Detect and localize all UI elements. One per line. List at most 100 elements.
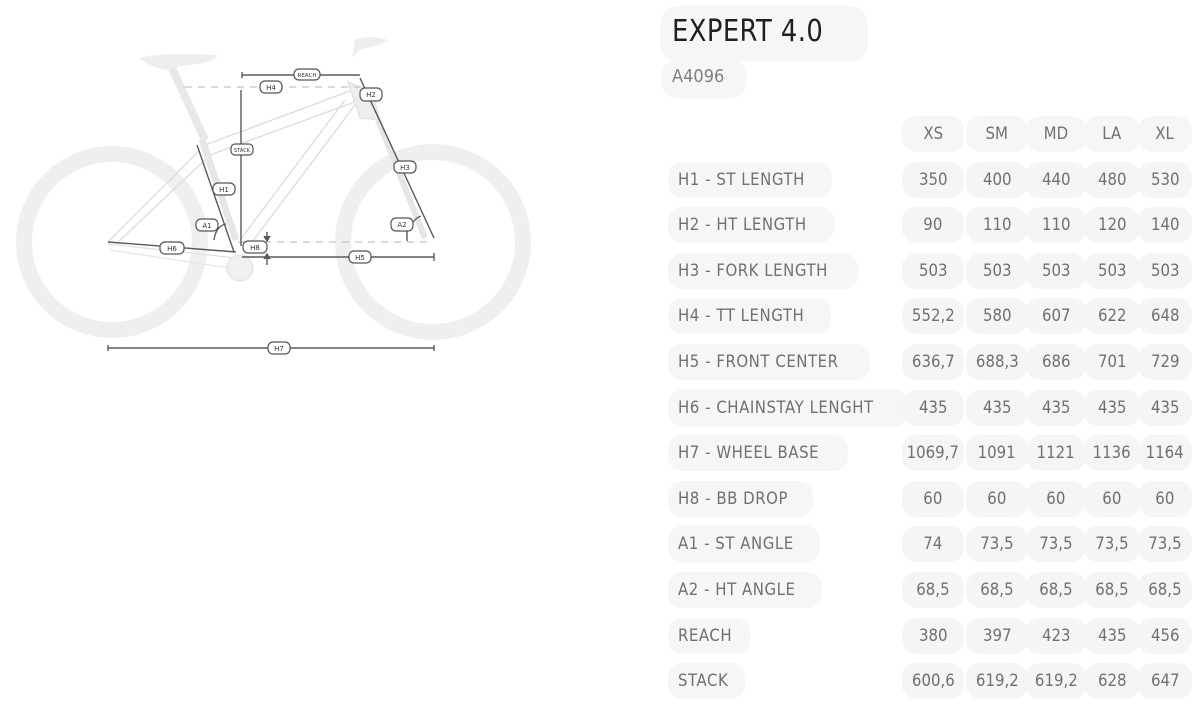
value-xl: 648 <box>1138 298 1192 335</box>
size-header-xl: XL <box>1138 116 1192 152</box>
value-la: 480 <box>1084 161 1140 198</box>
value-sm: 60 <box>966 480 1028 517</box>
value-xl: 435 <box>1138 389 1192 426</box>
row-label: H4 - TT LENGTH <box>668 298 832 335</box>
value-md: 440 <box>1026 161 1086 198</box>
value-md: 73,5 <box>1026 526 1086 563</box>
value-sm: 73,5 <box>966 526 1028 563</box>
value-sm: 580 <box>966 298 1028 335</box>
label-h6: H6 <box>159 241 185 255</box>
value-sm: 503 <box>966 252 1028 289</box>
svg-text:H2: H2 <box>366 91 376 99</box>
value-sm: 1091 <box>966 435 1028 472</box>
size-header-md: MD <box>1026 116 1086 152</box>
value-sm: 68,5 <box>966 571 1028 608</box>
value-xl: 503 <box>1138 252 1192 289</box>
label-h7: H7 <box>267 341 291 355</box>
value-md: 435 <box>1026 389 1086 426</box>
label-h1: H1 <box>212 182 236 196</box>
row-label: A2 - HT ANGLE <box>668 571 822 608</box>
product-title: EXPERT 4.0 <box>672 14 824 49</box>
size-header-la: LA <box>1084 116 1140 152</box>
svg-text:H6: H6 <box>167 245 177 253</box>
value-xs: 552,2 <box>902 298 964 335</box>
svg-text:STACK: STACK <box>234 148 251 154</box>
reference-lines <box>185 86 433 243</box>
value-sm: 400 <box>966 161 1028 198</box>
value-sm: 435 <box>966 389 1028 426</box>
row-label: H5 - FRONT CENTER <box>668 343 871 380</box>
svg-text:REACH: REACH <box>298 73 317 79</box>
label-h5: H5 <box>348 250 372 264</box>
label-h3: H3 <box>393 160 417 174</box>
table-row: A2 - HT ANGLE 68,5 68,5 68,5 68,5 68,5 <box>668 568 1200 614</box>
value-xl: 140 <box>1138 207 1192 244</box>
sku-background <box>662 60 746 98</box>
value-xl: 530 <box>1138 161 1192 198</box>
value-la: 435 <box>1084 617 1140 654</box>
value-xs: 600,6 <box>902 663 964 700</box>
geometry-table: XS SM MD LA XL H1 - ST LENGTH 350 400 44… <box>668 112 1200 705</box>
value-sm: 688,3 <box>966 343 1028 380</box>
value-md: 619,2 <box>1026 663 1086 700</box>
label-reach: REACH <box>293 68 321 81</box>
dimension-labels: REACH H4 H2 STACK H3 H1 A1 A2 H6 H8 H5 H… <box>159 68 417 355</box>
value-xl: 60 <box>1138 480 1192 517</box>
table-row: STACK 600,6 619,2 619,2 628 647 <box>668 659 1200 705</box>
value-xs: 1069,7 <box>902 435 964 472</box>
rear-wheel <box>16 146 208 338</box>
row-label: REACH <box>668 617 750 654</box>
row-label: H6 - CHAINSTAY LENGHT <box>668 389 911 426</box>
row-label: H7 - WHEEL BASE <box>668 435 849 472</box>
table-header-row: XS SM MD LA XL <box>668 112 1200 158</box>
value-md: 607 <box>1026 298 1086 335</box>
size-header-xs: XS <box>902 116 964 152</box>
table-row: H4 - TT LENGTH 552,2 580 607 622 648 <box>668 294 1200 340</box>
svg-text:H7: H7 <box>274 345 284 353</box>
value-la: 73,5 <box>1084 526 1140 563</box>
value-la: 1136 <box>1084 435 1140 472</box>
svg-text:A2: A2 <box>397 221 406 229</box>
value-xs: 636,7 <box>902 343 964 380</box>
table-row: H2 - HT LENGTH 90 110 110 120 140 <box>668 203 1200 249</box>
value-md: 60 <box>1026 480 1086 517</box>
label-stack: STACK <box>230 143 254 156</box>
label-h8: H8 <box>242 240 268 254</box>
value-la: 503 <box>1084 252 1140 289</box>
svg-text:H4: H4 <box>266 84 276 92</box>
row-label: H3 - FORK LENGTH <box>668 252 859 289</box>
value-xs: 380 <box>902 617 964 654</box>
table-row: REACH 380 397 423 435 456 <box>668 614 1200 660</box>
value-la: 435 <box>1084 389 1140 426</box>
row-label: STACK <box>668 663 746 700</box>
table-row: H8 - BB DROP 60 60 60 60 60 <box>668 477 1200 523</box>
svg-text:H5: H5 <box>355 254 365 262</box>
svg-text:H8: H8 <box>250 244 260 252</box>
value-sm: 619,2 <box>966 663 1028 700</box>
value-xl: 73,5 <box>1138 526 1192 563</box>
value-la: 68,5 <box>1084 571 1140 608</box>
size-header-sm: SM <box>966 116 1028 152</box>
label-h4: H4 <box>259 80 283 94</box>
value-md: 68,5 <box>1026 571 1086 608</box>
product-sku: A4096 <box>672 66 725 87</box>
row-label: H2 - HT LENGTH <box>668 207 835 244</box>
value-md: 110 <box>1026 207 1086 244</box>
value-sm: 110 <box>966 207 1028 244</box>
label-a1: A1 <box>195 218 219 232</box>
svg-text:H3: H3 <box>400 164 410 172</box>
table-row: H5 - FRONT CENTER 636,7 688,3 686 701 72… <box>668 340 1200 386</box>
value-xl: 647 <box>1138 663 1192 700</box>
value-xl: 68,5 <box>1138 571 1192 608</box>
value-xs: 74 <box>902 526 964 563</box>
value-la: 701 <box>1084 343 1140 380</box>
table-row: A1 - ST ANGLE 74 73,5 73,5 73,5 73,5 <box>668 522 1200 568</box>
value-xs: 350 <box>902 161 964 198</box>
svg-text:H1: H1 <box>219 186 229 194</box>
value-sm: 397 <box>966 617 1028 654</box>
value-md: 1121 <box>1026 435 1086 472</box>
table-row: H3 - FORK LENGTH 503 503 503 503 503 <box>668 249 1200 295</box>
table-row: H1 - ST LENGTH 350 400 440 480 530 <box>668 158 1200 204</box>
row-label: H8 - BB DROP <box>668 480 814 517</box>
value-la: 628 <box>1084 663 1140 700</box>
